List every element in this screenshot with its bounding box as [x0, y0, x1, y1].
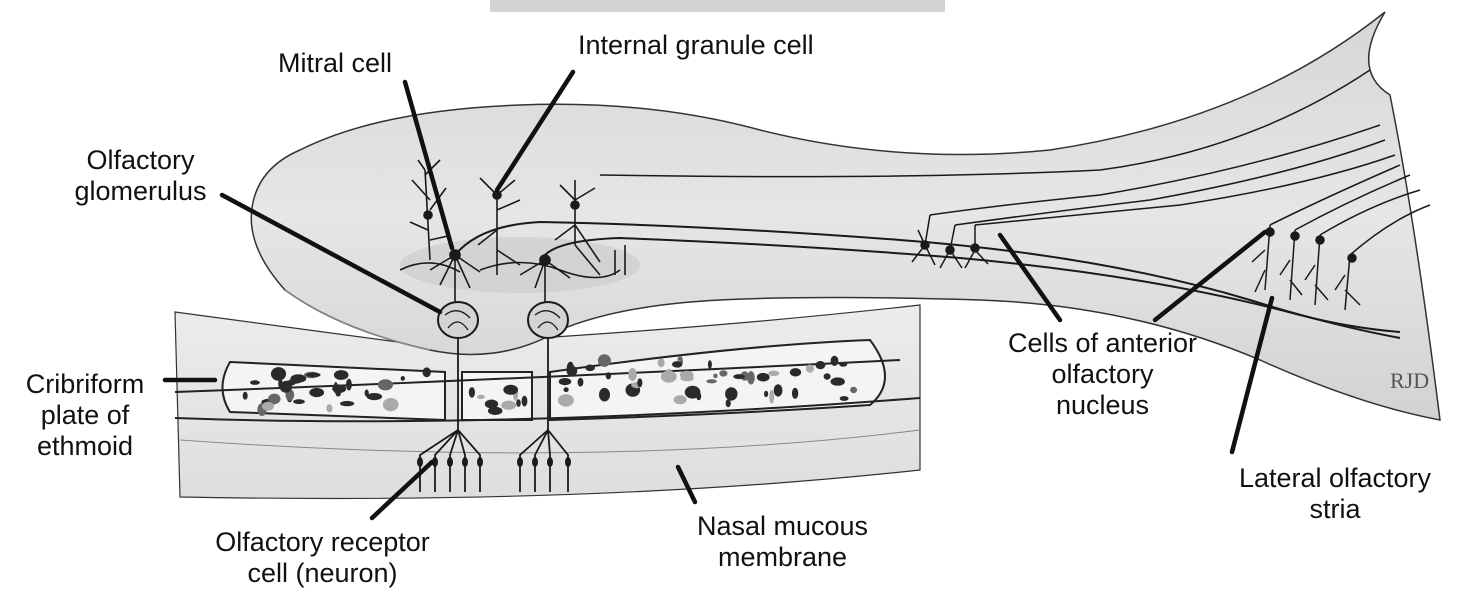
- bone-pore: [469, 387, 475, 398]
- bone-pore: [658, 358, 665, 367]
- bone-pore: [365, 390, 369, 397]
- bone-pore: [564, 387, 569, 392]
- bone-pore: [309, 388, 324, 397]
- bone-pore: [708, 360, 712, 369]
- label-olfactory-receptor-cell: Olfactory receptor cell (neuron): [180, 527, 465, 589]
- bone-pore: [485, 400, 498, 409]
- bone-pore: [262, 402, 274, 411]
- label-anterior-olfactory-nucleus: Cells of anterior olfactory nucleus: [975, 328, 1230, 421]
- label-lateral-olfactory-stria: Lateral olfactory stria: [1210, 463, 1460, 525]
- bone-pore: [282, 381, 295, 386]
- bone-pore: [383, 398, 399, 411]
- bone-pore: [378, 379, 393, 390]
- bone-pore: [401, 376, 405, 381]
- bone-pore: [824, 373, 831, 379]
- bone-pore: [598, 354, 611, 367]
- bone-pore: [733, 374, 745, 379]
- bone-pore: [768, 371, 779, 376]
- label-cribriform-plate: Cribriform plate of ethmoid: [0, 369, 170, 462]
- bone-pore: [790, 368, 801, 376]
- bone-pore: [585, 365, 595, 372]
- bone-pore: [815, 361, 825, 369]
- bone-pore: [271, 367, 286, 381]
- bone-pore: [558, 394, 574, 406]
- bone-pore: [250, 380, 260, 385]
- bone-pore: [578, 378, 584, 387]
- label-internal-granule-cell: Internal granule cell: [578, 30, 814, 61]
- bone-pore: [567, 366, 578, 376]
- bone-pore: [334, 370, 349, 380]
- bone-pore: [599, 388, 610, 402]
- label-mitral-cell: Mitral cell: [278, 48, 392, 79]
- bone-pore: [831, 377, 845, 385]
- bone-pore: [606, 372, 611, 379]
- bone-pore: [628, 368, 637, 381]
- bone-pore: [774, 384, 783, 396]
- bone-pore: [243, 392, 248, 400]
- bone-pore: [706, 379, 717, 383]
- bone-pore: [831, 356, 839, 366]
- bone-pore: [757, 373, 770, 382]
- bone-pore: [681, 376, 694, 382]
- bone-pore: [696, 392, 701, 400]
- bone-pore: [719, 370, 727, 376]
- label-nasal-mucous-membrane: Nasal mucous membrane: [670, 511, 895, 573]
- bone-pore: [367, 393, 382, 400]
- label-olfactory-glomerulus: Olfactory glomerulus: [48, 145, 233, 207]
- bone-pore: [423, 367, 431, 377]
- bone-pore: [334, 382, 338, 394]
- bone-pore: [839, 362, 847, 367]
- bone-pore: [501, 401, 516, 410]
- bone-pore: [306, 373, 321, 378]
- artist-signature: RJD: [1390, 368, 1429, 393]
- bone-pore: [293, 399, 305, 404]
- bone-pore: [850, 387, 857, 393]
- bone-pore: [840, 396, 849, 401]
- bone-pore: [326, 404, 332, 412]
- bone-pore: [346, 379, 352, 391]
- bone-pore: [516, 399, 521, 407]
- bone-pore: [747, 371, 755, 384]
- bone-pore: [637, 378, 642, 387]
- bone-pore: [340, 401, 354, 406]
- bone-pore: [674, 395, 687, 404]
- bone-pore: [522, 396, 528, 407]
- bone-pore: [503, 385, 518, 395]
- bone-pore: [792, 388, 798, 399]
- bone-pore: [477, 395, 485, 399]
- bone-pore: [559, 378, 572, 385]
- bone-pore: [769, 390, 774, 404]
- bone-pore: [713, 374, 717, 379]
- bone-pore: [806, 365, 814, 373]
- bone-pore: [764, 391, 768, 397]
- bone-pore: [661, 371, 677, 383]
- bone-pore: [278, 379, 282, 389]
- bone-pore: [725, 387, 737, 400]
- bone-pore: [672, 361, 682, 367]
